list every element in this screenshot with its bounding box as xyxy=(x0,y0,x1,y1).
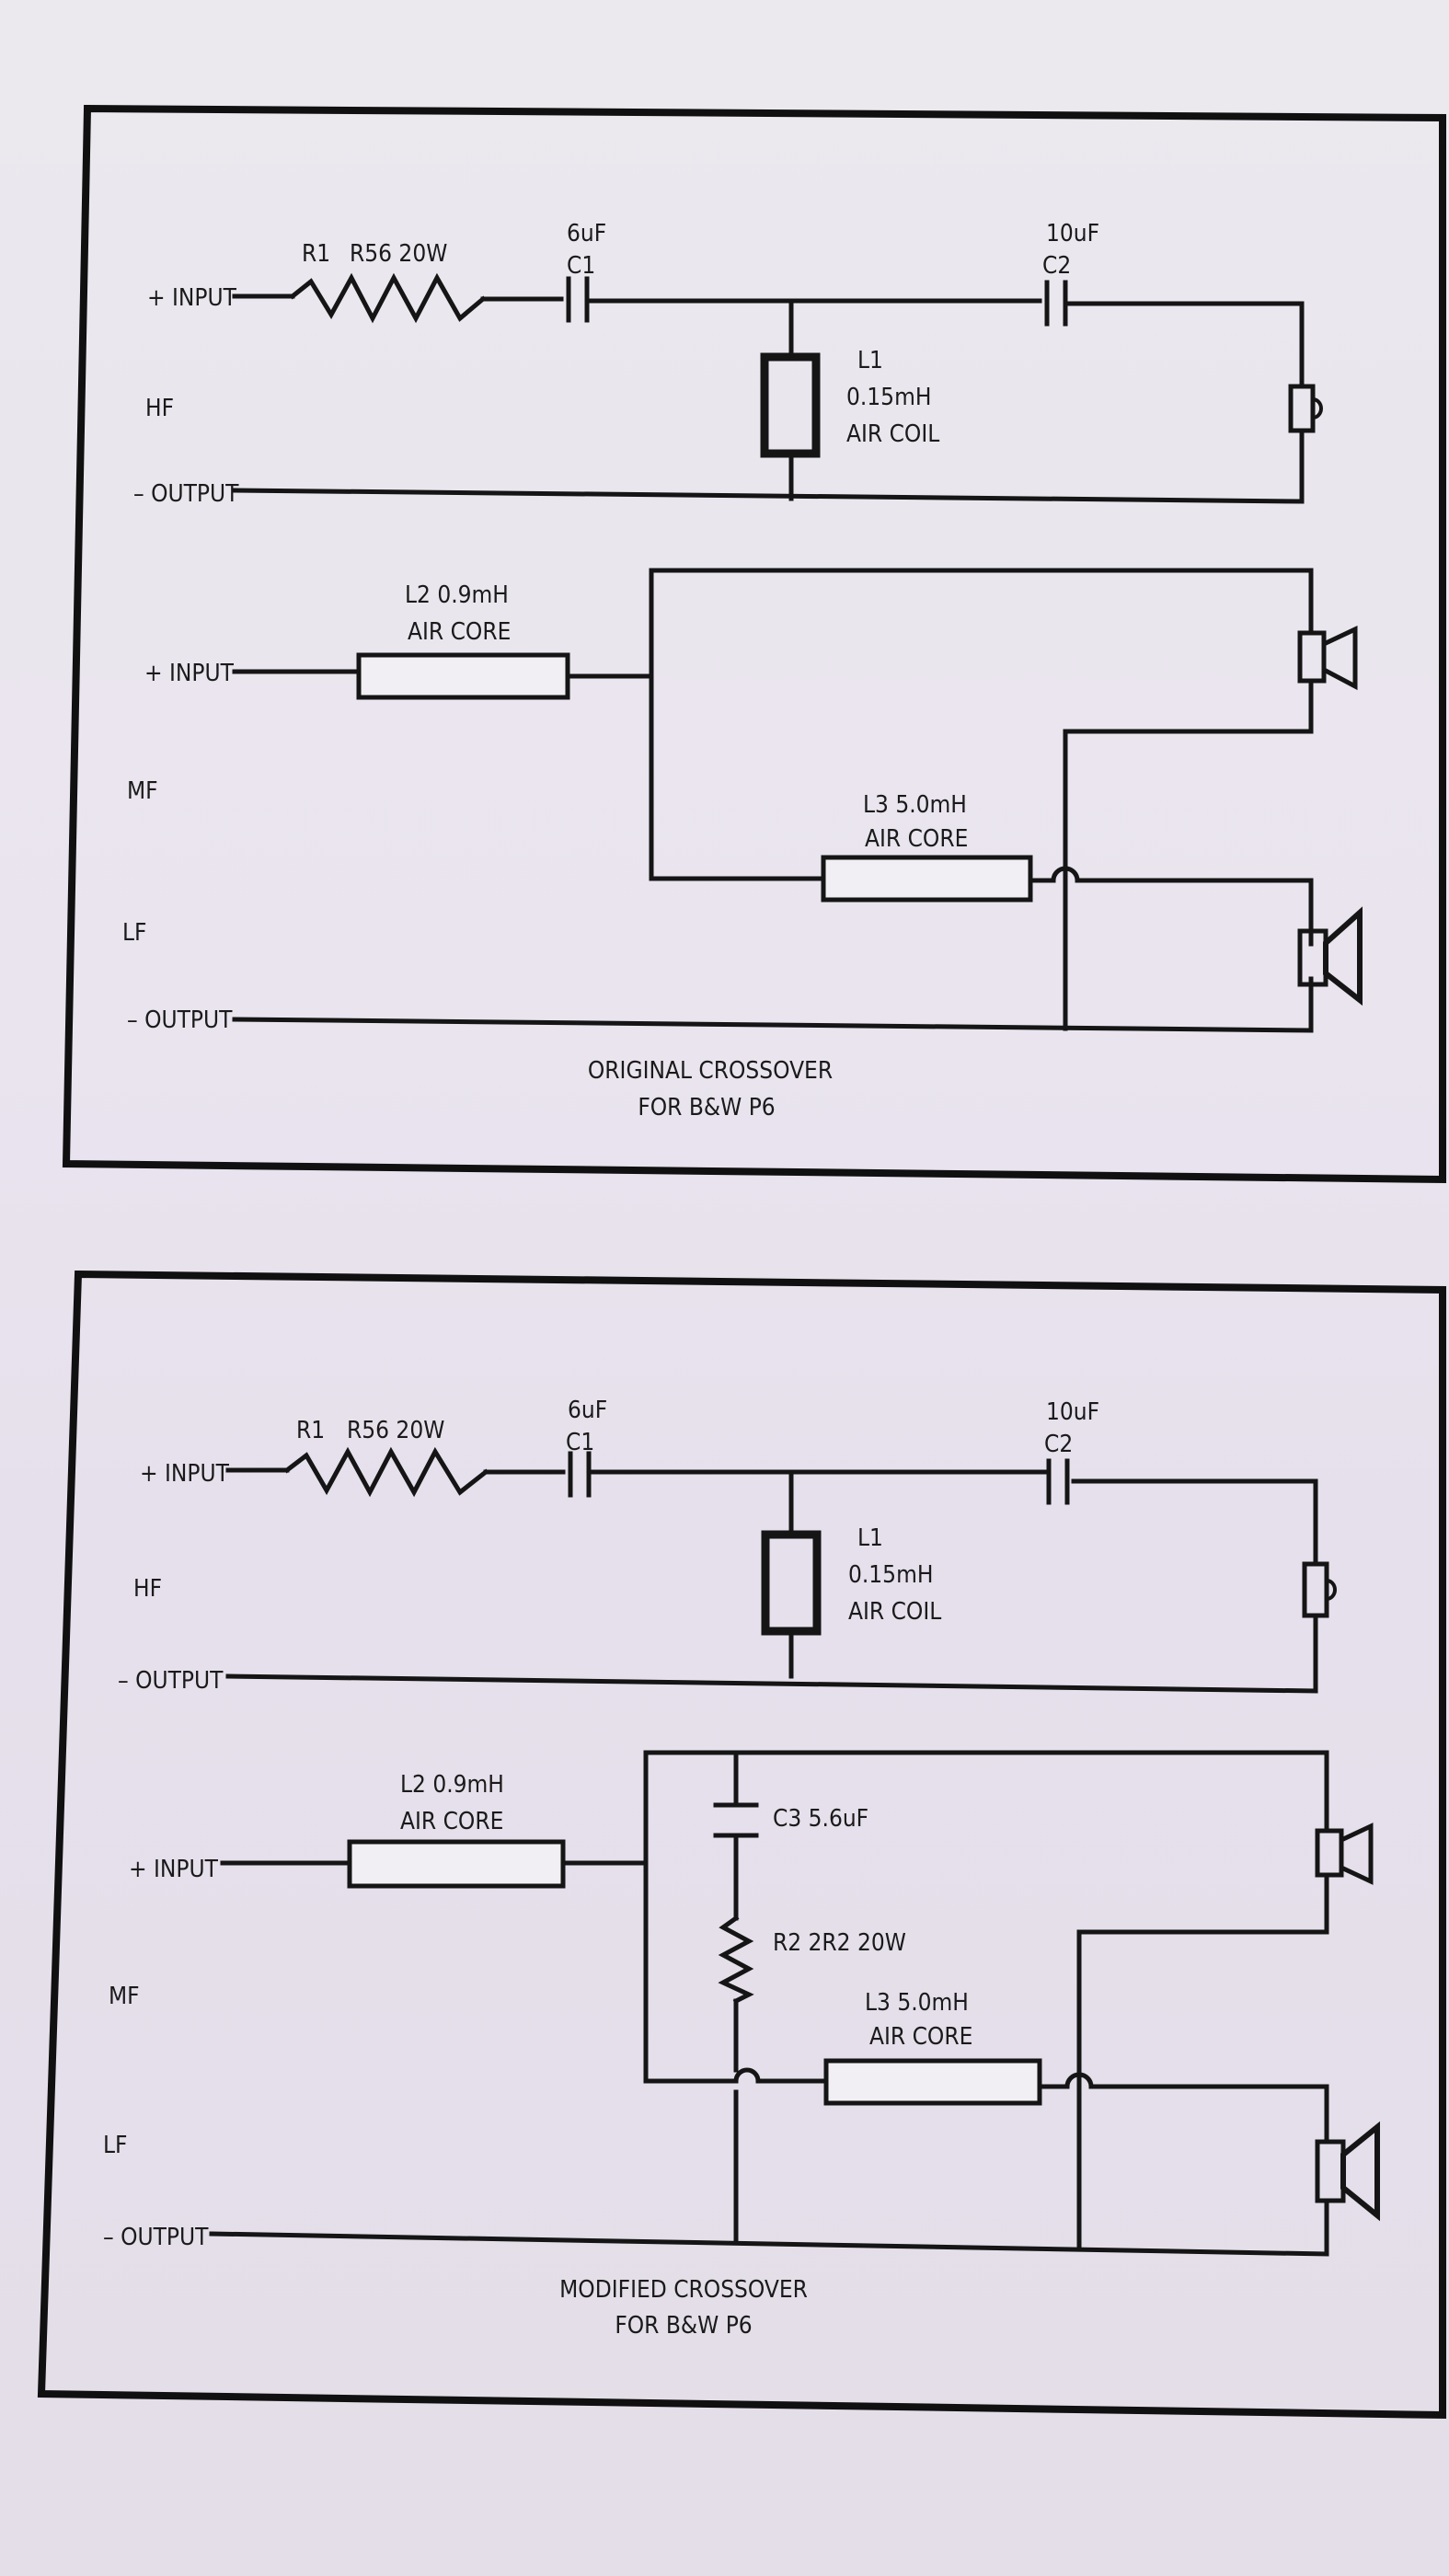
l1-value: 0.15mH xyxy=(848,1561,933,1589)
l2-label: L2 0.9mH xyxy=(400,1771,504,1799)
r1-value: R56 20W xyxy=(347,1417,444,1444)
c3-label: C3 5.6uF xyxy=(773,1805,868,1833)
c2-value: 10uF xyxy=(1046,220,1099,247)
c2-value: 10uF xyxy=(1046,1398,1099,1426)
c1-value: 6uF xyxy=(568,1397,607,1424)
l1-name: L1 xyxy=(857,347,883,374)
l1-name: L1 xyxy=(857,1524,883,1552)
c3-capacitor xyxy=(713,1802,759,1838)
l2-type: AIR CORE xyxy=(408,618,511,646)
lf-section-label: LF xyxy=(122,919,146,947)
mf-input-wire xyxy=(232,669,654,679)
diagram-frame xyxy=(37,1270,1446,2420)
diagram-frame xyxy=(62,104,1446,1184)
hf-top-wire xyxy=(225,1467,1318,1567)
original-caption-line2: FOR B&W P6 xyxy=(638,1094,775,1121)
mf-lf-output-label: – OUTPUT xyxy=(103,2224,209,2251)
r2-resistor xyxy=(718,1915,754,2005)
woofer-speaker-icon xyxy=(1297,906,1363,1006)
hf-top-wire xyxy=(232,293,1305,389)
modified-caption-line1: MODIFIED CROSSOVER xyxy=(559,2276,808,2304)
mf-bus-wire xyxy=(649,568,1314,881)
r1-name: R1 xyxy=(302,240,330,268)
c1-capacitor xyxy=(568,1451,592,1498)
l3-inductor xyxy=(823,2058,1042,2106)
c2-capacitor xyxy=(1046,1458,1070,1505)
modified-caption-line2: FOR B&W P6 xyxy=(615,2312,752,2340)
hf-section-label: HF xyxy=(145,395,174,422)
tweeter-icon xyxy=(1302,1561,1337,1618)
l1-inductor xyxy=(760,352,821,458)
mf-return-wire xyxy=(1063,678,1314,1031)
c2-name: C2 xyxy=(1044,1431,1073,1458)
original-crossover-diagram: + INPUT HF – OUTPUT R1 R56 20W 6uF C1 10… xyxy=(62,104,1446,1184)
midrange-speaker-icon xyxy=(1297,626,1358,691)
l3-inductor xyxy=(821,855,1033,903)
l2-label: L2 0.9mH xyxy=(405,581,509,609)
original-caption-line1: ORIGINAL CROSSOVER xyxy=(588,1057,833,1085)
midrange-speaker-icon xyxy=(1315,1823,1374,1885)
mf-lf-output-wire xyxy=(232,976,1314,1033)
lf-section-label: LF xyxy=(103,2132,127,2159)
mf-lf-section: + INPUT MF LF – OUTPUT L2 0.9mH AIR CORE… xyxy=(122,568,1363,1034)
mf-bus-wire xyxy=(643,1750,1329,2084)
hf-section: + INPUT HF – OUTPUT R1 R56 20W 6uF C1 10… xyxy=(118,1397,1337,1695)
l2-inductor xyxy=(356,652,570,700)
hf-section: + INPUT HF – OUTPUT R1 R56 20W 6uF C1 10… xyxy=(133,220,1323,508)
l3-label: L3 5.0mH xyxy=(863,791,967,819)
l3-output-wire xyxy=(1037,2072,1329,2145)
mf-input-label: + INPUT xyxy=(144,660,235,687)
l1-type: AIR COIL xyxy=(848,1598,941,1626)
woofer-speaker-icon xyxy=(1315,2121,1380,2222)
hf-output-label: – OUTPUT xyxy=(133,480,239,508)
mf-lf-output-wire xyxy=(209,2198,1329,2257)
l3-label: L3 5.0mH xyxy=(865,1989,969,2017)
l2-inductor xyxy=(347,1839,566,1889)
mf-section-label: MF xyxy=(127,777,158,805)
r1-resistor xyxy=(289,272,487,324)
hf-input-label: + INPUT xyxy=(140,1460,230,1488)
l3-output-wire xyxy=(1028,866,1314,947)
r1-resistor xyxy=(283,1446,489,1498)
modified-crossover-diagram: + INPUT HF – OUTPUT R1 R56 20W 6uF C1 10… xyxy=(37,1270,1446,2420)
l2-type: AIR CORE xyxy=(400,1808,503,1835)
tweeter-icon xyxy=(1288,384,1323,433)
l1-type: AIR COIL xyxy=(846,420,939,448)
hf-output-wire xyxy=(225,1613,1318,1694)
c1-value: 6uF xyxy=(567,220,606,247)
mf-return-wire xyxy=(1076,1872,1329,2249)
mf-lf-section: + INPUT MF LF – OUTPUT L2 0.9mH AIR CORE… xyxy=(103,1750,1380,2257)
mf-lf-output-label: – OUTPUT xyxy=(127,1006,233,1034)
c1-capacitor xyxy=(566,276,590,323)
r2-label: R2 2R2 20W xyxy=(773,1929,906,1957)
r1-name: R1 xyxy=(296,1417,325,1444)
c2-capacitor xyxy=(1044,280,1068,327)
l3-type: AIR CORE xyxy=(869,2023,972,2051)
mf-section-label: MF xyxy=(109,1983,140,2010)
mf-input-label: + INPUT xyxy=(129,1856,219,1883)
r1-value: R56 20W xyxy=(350,240,447,268)
hf-output-wire xyxy=(232,428,1305,504)
l1-value: 0.15mH xyxy=(846,384,931,411)
c2-name: C2 xyxy=(1042,252,1071,280)
hf-input-label: + INPUT xyxy=(147,284,237,312)
c1-name: C1 xyxy=(567,252,595,280)
l3-type: AIR CORE xyxy=(865,825,968,853)
hf-section-label: HF xyxy=(133,1575,162,1603)
hf-output-label: – OUTPUT xyxy=(118,1667,224,1695)
l1-inductor xyxy=(761,1530,822,1636)
